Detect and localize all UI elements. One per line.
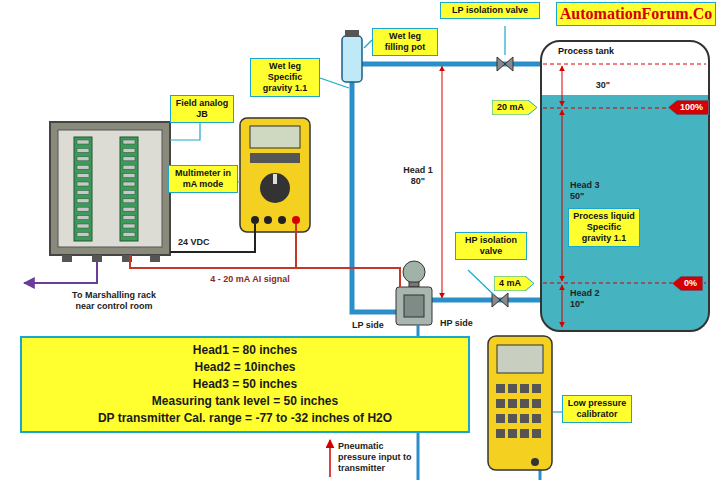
terminal xyxy=(77,165,89,169)
keypad-key xyxy=(508,429,517,438)
terminal xyxy=(123,148,135,152)
terminal xyxy=(123,232,135,236)
callout-box: HP isolation valve xyxy=(455,232,527,260)
level-arrow: 4 mA xyxy=(494,276,533,291)
keypad-key xyxy=(520,384,529,393)
terminal xyxy=(77,207,89,211)
node-text: Multimeter in mA mode xyxy=(173,168,233,190)
keypad-key xyxy=(532,414,541,423)
keypad-key xyxy=(532,399,541,408)
input-note: Pneumatic pressure input to transmitter xyxy=(338,441,412,474)
wet-leg-pot xyxy=(342,30,362,82)
dimension-label: Head 3 50" xyxy=(570,180,616,202)
terminal xyxy=(77,199,89,203)
level-arrow: 0% xyxy=(672,276,702,291)
keypad-key xyxy=(496,429,505,438)
level-arrow: 20 mA xyxy=(492,100,536,115)
node-text: DP transmitter Cal. range = -77 to -32 i… xyxy=(30,410,460,427)
terminal xyxy=(77,232,89,236)
terminal xyxy=(123,157,135,161)
keypad-key xyxy=(508,384,517,393)
keypad-key xyxy=(496,384,505,393)
keypad-key xyxy=(508,399,517,408)
terminal xyxy=(77,174,89,178)
terminal xyxy=(77,140,89,144)
node-text: 4 mA xyxy=(499,278,521,289)
terminal xyxy=(123,190,135,194)
dp-transmitter xyxy=(396,261,432,325)
keypad-key xyxy=(532,429,541,438)
node-text: HP isolation valve xyxy=(460,235,522,257)
terminal xyxy=(77,190,89,194)
level-arrow: 100% xyxy=(668,100,708,115)
node-text: Process liquid Specific gravity 1.1 xyxy=(573,211,635,244)
destination-label: To Marshalling rack near control room xyxy=(62,290,166,312)
callout-box: Multimeter in mA mode xyxy=(168,165,238,193)
keypad-key xyxy=(520,429,529,438)
junction-box xyxy=(50,122,170,262)
keypad-key xyxy=(496,414,505,423)
terminal xyxy=(77,216,89,220)
node-text: Process tank xyxy=(558,46,692,56)
level-dimensions xyxy=(442,64,706,327)
node-text: Head1 = 80 inches xyxy=(30,342,460,359)
keypad-key xyxy=(520,399,529,408)
pneumatic-arrow xyxy=(329,440,331,477)
callout-box: Low pressure calibrator xyxy=(562,395,632,423)
node-text: Wet leg Specific gravity 1.1 xyxy=(255,61,315,94)
signal-label: 4 - 20 mA AI signal xyxy=(185,274,315,285)
terminal xyxy=(123,140,135,144)
terminal xyxy=(123,199,135,203)
terminal xyxy=(77,157,89,161)
keypad-key xyxy=(496,399,505,408)
node-text: Head3 = 50 inches xyxy=(30,376,460,393)
dimension-label: 30" xyxy=(588,80,618,91)
keypad-key xyxy=(532,384,541,393)
callout-box: Process liquid Specific gravity 1.1 xyxy=(568,208,640,247)
port-label: HP side xyxy=(440,318,486,329)
node-text: 20 mA xyxy=(497,102,524,113)
supply-label: 24 VDC xyxy=(178,237,230,248)
hp-isolation-valve xyxy=(492,293,508,307)
callout-box: LP isolation valve xyxy=(440,2,540,19)
multimeter xyxy=(240,118,310,232)
callout-box: Field analog JB xyxy=(170,95,234,123)
notes-box: Head1 = 80 inchesHead2 = 10inchesHead3 =… xyxy=(20,336,470,433)
terminal xyxy=(77,182,89,186)
terminal xyxy=(123,216,135,220)
terminal xyxy=(123,165,135,169)
node-text: Field analog JB xyxy=(175,98,229,120)
terminal xyxy=(123,174,135,178)
node-text: 100% xyxy=(680,102,703,113)
impulse-piping xyxy=(352,64,541,312)
dimension-label: Head 2 10" xyxy=(570,288,616,310)
keypad-key xyxy=(508,414,517,423)
node-text: Wet leg filling pot xyxy=(377,31,433,53)
terminal xyxy=(123,182,135,186)
callout-box: Wet leg filling pot xyxy=(372,28,438,56)
node-text: Measuring tank level = 50 inches xyxy=(30,393,460,410)
page-title: AutomationForum.Co xyxy=(556,2,716,26)
dimension-label: Head 1 80" xyxy=(398,165,438,187)
port-label: LP side xyxy=(352,320,394,331)
terminal xyxy=(123,224,135,228)
node-text: LP isolation valve xyxy=(445,5,535,16)
terminal xyxy=(123,207,135,211)
node-text: 0% xyxy=(684,278,697,289)
terminal xyxy=(77,148,89,152)
lp-isolation-valve xyxy=(497,57,513,71)
low-pressure-calibrator xyxy=(488,336,552,470)
callout-box: Wet leg Specific gravity 1.1 xyxy=(250,58,320,97)
process-tank-body xyxy=(541,41,709,335)
terminal xyxy=(77,224,89,228)
node-text: Head2 = 10inches xyxy=(30,359,460,376)
signal-wiring xyxy=(24,224,400,287)
keypad-key xyxy=(520,414,529,423)
node-text: Low pressure calibrator xyxy=(567,398,627,420)
